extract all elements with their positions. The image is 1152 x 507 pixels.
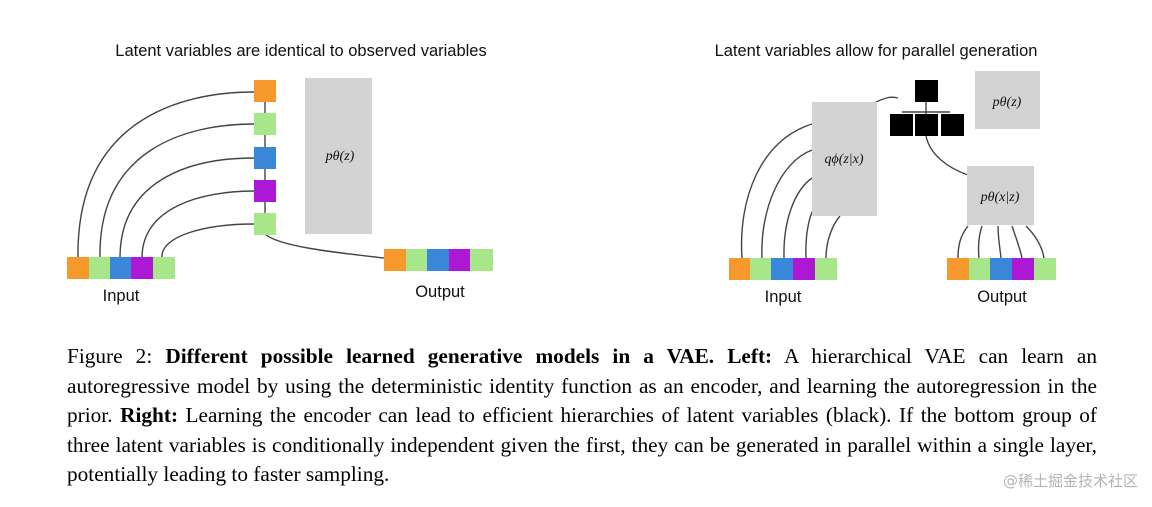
right-output-row xyxy=(947,258,1056,280)
watermark: @稀土掘金技术社区 xyxy=(1002,472,1138,490)
latent-blue xyxy=(254,147,276,169)
connection-curve xyxy=(99,123,255,259)
connection-curve xyxy=(77,91,255,259)
connection-curve xyxy=(1025,225,1045,259)
latent-decoder-connection xyxy=(925,135,969,176)
left-prior-label: pθ(z) xyxy=(325,149,355,164)
right-output-label: Output xyxy=(977,288,1027,306)
latent-bottom xyxy=(890,114,913,136)
encoder-latent-connection xyxy=(875,96,899,103)
caption-prefix: Figure 2: xyxy=(67,344,166,368)
left-panel: Latent variables are identical to observ… xyxy=(67,42,493,305)
latent-bottom xyxy=(915,114,938,136)
input-cell-blue xyxy=(110,257,131,279)
left-latent-column xyxy=(254,80,276,235)
left-prior-box xyxy=(305,78,372,234)
input-cell-green xyxy=(750,258,771,280)
output-cell-green xyxy=(1034,258,1056,280)
connection-curve xyxy=(997,225,1002,259)
connection-curve xyxy=(1011,225,1023,259)
input-cell-magenta xyxy=(793,258,815,280)
encoder-label: qϕ(z|x) xyxy=(824,152,863,167)
caption-left-text: A hierarchical VAE can learn an autoregr… xyxy=(67,344,1097,428)
connection-curve xyxy=(977,225,983,259)
caption-title: Different possible learned generative mo… xyxy=(165,344,715,368)
connection-curve xyxy=(740,123,813,259)
caption-right-heading: Right: xyxy=(120,403,179,428)
encoder-box xyxy=(812,102,877,216)
output-cell-orange xyxy=(947,258,969,280)
latent-green xyxy=(254,113,276,135)
left-input-label: Input xyxy=(103,287,140,305)
caption-right-text: Learning the encoder can lead to efficie… xyxy=(67,403,1097,487)
latent-green xyxy=(254,213,276,235)
output-cell-blue xyxy=(427,249,449,271)
latent-magenta xyxy=(254,180,276,202)
left-output-row xyxy=(384,249,493,271)
output-connection xyxy=(264,233,385,259)
output-cell-green xyxy=(470,249,493,271)
connection-curve xyxy=(141,190,255,259)
output-cell-blue xyxy=(990,258,1012,280)
connection-curve xyxy=(783,177,813,259)
latent-orange xyxy=(254,80,276,102)
connection-curve xyxy=(161,223,255,259)
right-prior-label: pθ(z) xyxy=(992,95,1022,110)
right-input-label: Input xyxy=(765,288,802,306)
caption-left-heading: Left: xyxy=(714,344,773,368)
output-cell-orange xyxy=(384,249,406,271)
right-panel-title: Latent variables allow for parallel gene… xyxy=(715,42,1038,60)
right-prior-box xyxy=(975,71,1040,129)
right-input-row xyxy=(729,258,837,280)
input-cell-green xyxy=(153,257,175,279)
right-panel: Latent variables allow for parallel gene… xyxy=(715,42,1056,306)
latent-tree xyxy=(890,80,964,136)
left-input-connections xyxy=(77,91,385,259)
input-cell-green xyxy=(89,257,110,279)
connection-curve xyxy=(119,157,255,259)
output-cell-magenta xyxy=(449,249,470,271)
latent-top xyxy=(915,80,938,102)
output-cell-green xyxy=(969,258,990,280)
output-cell-magenta xyxy=(1012,258,1034,280)
output-cell-green xyxy=(406,249,427,271)
input-cell-magenta xyxy=(131,257,153,279)
connection-curve xyxy=(761,149,813,259)
left-input-row xyxy=(67,257,175,279)
input-cell-orange xyxy=(729,258,750,280)
decoder-box xyxy=(967,166,1034,225)
right-connections xyxy=(740,96,1045,259)
decoder-label: pθ(x|z) xyxy=(980,190,1020,205)
latent-bottom xyxy=(941,114,964,136)
input-cell-blue xyxy=(771,258,793,280)
input-cell-orange xyxy=(67,257,89,279)
left-panel-title: Latent variables are identical to observ… xyxy=(115,42,486,60)
connection-curve xyxy=(825,215,841,259)
left-output-label: Output xyxy=(415,283,465,301)
connection-curve xyxy=(957,225,969,259)
figure-caption: Figure 2: Different possible learned gen… xyxy=(67,342,1097,490)
input-cell-green xyxy=(815,258,837,280)
